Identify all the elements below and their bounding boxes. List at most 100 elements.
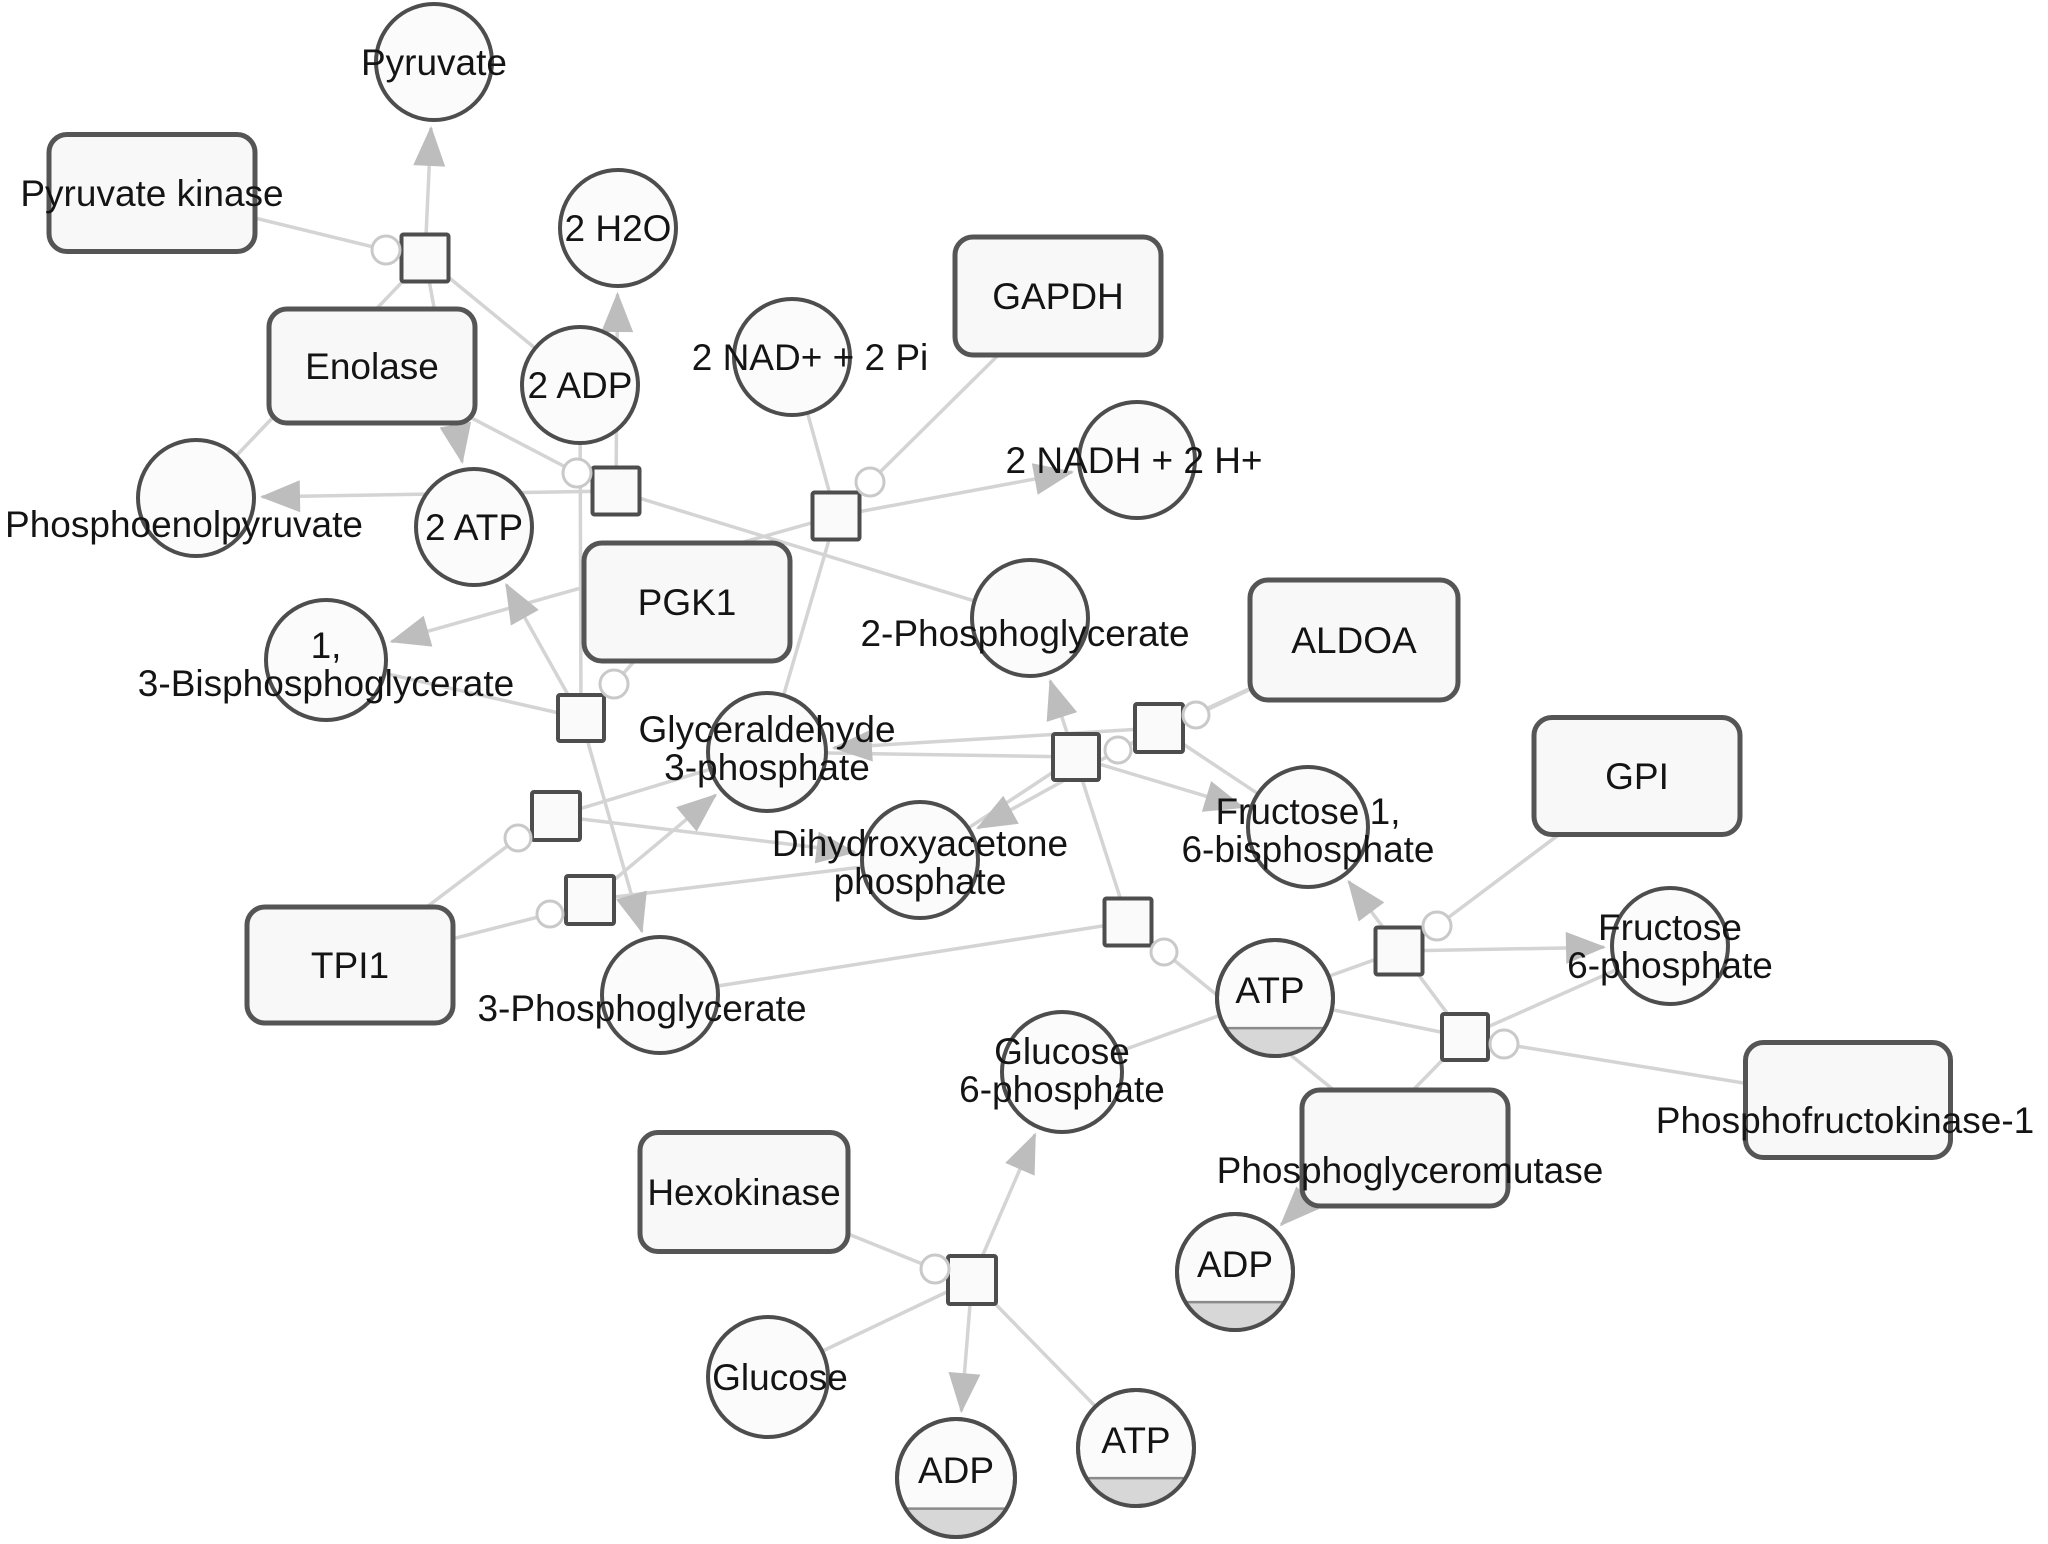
production-edge-r_pgm-pg2[interactable] <box>1046 678 1130 923</box>
metabolite-shape-adp2[interactable] <box>520 325 640 445</box>
catalysis-port-c_pfk1[interactable] <box>1488 1028 1520 1060</box>
reaction-square-r_gapdh[interactable] <box>810 490 862 542</box>
enzyme-node-tpi1[interactable] <box>244 904 456 1026</box>
metabolite-node-atp_mid[interactable] <box>1215 938 1335 1058</box>
metabolite-shape-bpg[interactable] <box>264 598 388 722</box>
metabolite-node-h2o[interactable] <box>558 168 678 288</box>
catalysis-port-c_gapdh[interactable] <box>854 466 886 498</box>
label-pgm: Phosphoglyceromutase <box>1217 1150 1604 1191</box>
metabolite-node-nad[interactable] <box>732 297 852 417</box>
enzyme-node-pgm[interactable] <box>1299 1087 1511 1209</box>
enzyme-shape-gapdh[interactable] <box>952 234 1164 358</box>
reaction-square-r_gpi[interactable] <box>1373 925 1425 977</box>
enzyme-shape-aldoa[interactable] <box>1247 577 1461 703</box>
catalysis-port-c_hk[interactable] <box>919 1253 951 1285</box>
metabolite-node-g6p[interactable] <box>1000 1010 1124 1134</box>
catalysis-port-c_aldoa_a[interactable] <box>1181 700 1211 730</box>
label-atp2: 2 ATP <box>425 507 523 548</box>
production-edge-r_gpi-f6p[interactable] <box>1398 931 1607 964</box>
catalysis-port-c_pgm[interactable] <box>1149 937 1179 967</box>
metabolite-node-adp_mid[interactable] <box>1175 1212 1295 1332</box>
production-edge-r_pgk1-pg3[interactable] <box>579 717 647 934</box>
labels-layer: Pyruvate kinaseEnolaseGAPDHPGK1ALDOAGPIT… <box>5 42 2034 1491</box>
production-edge-r_aldoa_a-ga3p[interactable] <box>831 726 1160 762</box>
metabolite-outline-adp_mid <box>1175 1212 1295 1332</box>
production-edge-r_aldoa_b-f16bp[interactable] <box>1075 755 1245 812</box>
production-edge-r_tpi_a-dhap[interactable] <box>555 814 857 864</box>
metabolite-node-ga3p[interactable] <box>706 691 828 813</box>
catalysis-port-c_tpi_a[interactable] <box>503 823 533 853</box>
reaction-square-r_eno[interactable] <box>590 465 642 517</box>
reaction-square-r_pgm[interactable] <box>1102 896 1154 948</box>
reaction-square-r_tpi_b[interactable] <box>564 874 616 926</box>
label-pk: Pyruvate kinase <box>20 173 283 214</box>
metabolite-shape-ga3p[interactable] <box>706 691 828 813</box>
catalysis-port-c_tpi_b[interactable] <box>535 899 565 929</box>
enzyme-node-pgk1[interactable] <box>581 540 793 664</box>
enzyme-shape-gpi[interactable] <box>1531 715 1743 837</box>
enzyme-node-pk[interactable] <box>46 132 258 254</box>
catalysis-port-c_gpi[interactable] <box>1421 910 1453 942</box>
metabolite-shape-f16bp[interactable] <box>1246 765 1370 889</box>
metabolite-node-pyruvate[interactable] <box>374 2 494 122</box>
metabolite-node-bpg[interactable] <box>264 598 388 722</box>
metabolite-node-pep[interactable] <box>136 438 256 558</box>
production-edge-r_gapdh-nadh[interactable] <box>835 463 1075 518</box>
metabolite-shape-nad[interactable] <box>732 297 852 417</box>
metabolite-node-dhap[interactable] <box>860 800 980 920</box>
metabolite-shape-pg2[interactable] <box>970 558 1090 678</box>
metabolite-node-atp_bot[interactable] <box>1076 1388 1196 1508</box>
metabolite-shape-pep[interactable] <box>136 438 256 558</box>
metabolite-shape-g6p[interactable] <box>1000 1010 1124 1134</box>
enzyme-node-gpi[interactable] <box>1531 715 1743 837</box>
label-gapdh: GAPDH <box>992 276 1124 317</box>
metabolite-node-adp2[interactable] <box>520 325 640 445</box>
metabolite-shape-h2o[interactable] <box>558 168 678 288</box>
reaction-square-r_aldoa_b[interactable] <box>1051 732 1101 782</box>
metabolite-shape-pg3[interactable] <box>600 935 720 1055</box>
reaction-square-r_pgk1[interactable] <box>556 693 606 743</box>
nodes-layer <box>46 2 1953 1539</box>
catalysis-port-c_eno[interactable] <box>561 457 593 489</box>
enzyme-shape-enolase[interactable] <box>266 306 478 426</box>
metabolite-shape-f6p[interactable] <box>1610 886 1730 1006</box>
enzyme-shape-hexokinase[interactable] <box>637 1130 851 1254</box>
enzyme-node-hexokinase[interactable] <box>637 1130 851 1254</box>
enzyme-node-pfk1[interactable] <box>1743 1040 1953 1160</box>
catalysis-port-c_aldoa_b[interactable] <box>1103 735 1133 765</box>
metabolite-node-pg3[interactable] <box>600 935 720 1055</box>
enzyme-shape-pk[interactable] <box>46 132 258 254</box>
label-glucose: Glucose <box>712 1357 848 1398</box>
metabolite-node-nadh[interactable] <box>1077 400 1197 520</box>
metabolite-node-f6p[interactable] <box>1610 886 1730 1006</box>
reaction-square-r_hk[interactable] <box>946 1254 998 1306</box>
metabolite-node-adp_bot[interactable] <box>895 1417 1017 1539</box>
label-pfk1: Phosphofructokinase-1 <box>1656 1100 2034 1141</box>
metabolite-node-glucose[interactable] <box>706 1315 830 1439</box>
enzyme-shape-tpi1[interactable] <box>244 904 456 1026</box>
enzyme-node-enolase[interactable] <box>266 306 478 426</box>
metabolite-shape-glucose[interactable] <box>706 1315 830 1439</box>
consumption-edge-pg3-r_pgm[interactable] <box>659 920 1129 997</box>
catalysis-port-c_pgk1[interactable] <box>598 668 630 700</box>
metabolite-shape-dhap[interactable] <box>860 800 980 920</box>
metabolite-node-atp2[interactable] <box>414 467 534 587</box>
metabolite-shape-pyruvate[interactable] <box>374 2 494 122</box>
enzyme-shape-pfk1[interactable] <box>1743 1040 1953 1160</box>
enzyme-node-gapdh[interactable] <box>952 234 1164 358</box>
metabolite-shape-nadh[interactable] <box>1077 400 1197 520</box>
reaction-square-r_pk[interactable] <box>399 232 451 284</box>
catalysis-port-c_pk[interactable] <box>370 234 402 266</box>
enzyme-shape-pgm[interactable] <box>1299 1087 1511 1209</box>
enzyme-shape-pgk1[interactable] <box>581 540 793 664</box>
metabolite-shape-atp2[interactable] <box>414 467 534 587</box>
label-nad: 2 NAD+ + 2 Pi <box>692 337 929 378</box>
metabolite-node-f16bp[interactable] <box>1246 765 1370 889</box>
enzyme-node-aldoa[interactable] <box>1247 577 1461 703</box>
reaction-square-r_tpi_a[interactable] <box>530 790 582 842</box>
reaction-square-r_aldoa_a[interactable] <box>1133 702 1185 754</box>
metabolite-node-pg2[interactable] <box>970 558 1090 678</box>
reaction-square-r_pfk1[interactable] <box>1440 1012 1490 1062</box>
